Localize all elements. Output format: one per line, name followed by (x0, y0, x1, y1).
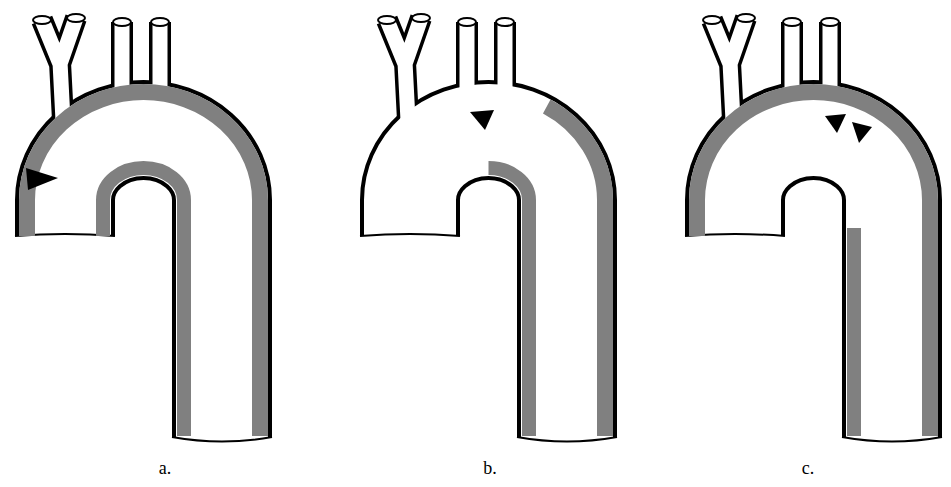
aorta-b (360, 14, 617, 442)
panel-label: a. (159, 458, 172, 480)
aorta-c (685, 14, 942, 442)
panel-label: b. (483, 458, 497, 480)
aorta-a (15, 14, 272, 442)
panel-label: c. (802, 458, 815, 480)
